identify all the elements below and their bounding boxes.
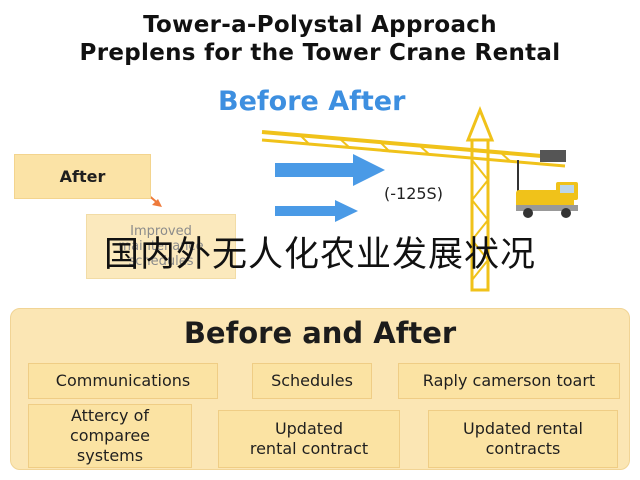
blue-arrow-small-icon — [275, 200, 358, 222]
truck-icon — [516, 182, 578, 218]
updated2-line-2: contracts — [485, 439, 561, 458]
attercy-box: Attercy of comparee systems — [28, 404, 192, 468]
before-after-heading: Before After — [218, 86, 406, 117]
schedules-label: Schedules — [271, 371, 353, 390]
blue-arrow-icon — [275, 154, 385, 186]
panel-heading: Before and After — [183, 316, 457, 350]
attercy-line-3: systems — [76, 446, 144, 465]
faded-schedule-box: Improved maintenance schedules — [86, 214, 236, 279]
title-line-2: Preplens for the Tower Crane Rental — [79, 40, 561, 66]
updated-rental-contracts-box: Updated rental contracts — [428, 410, 618, 468]
faded-line-2: maintenance — [118, 239, 204, 254]
schedules-box: Schedules — [252, 363, 372, 399]
faded-line-3: schedules — [128, 254, 194, 269]
updated2-line-1: Updated rental — [463, 419, 583, 438]
title-line-1: Tower-a-Polystal Approach — [143, 12, 497, 38]
tower-crane-icon — [261, 105, 566, 292]
faded-line-1: Improved — [130, 224, 192, 239]
communications-label: Communications — [55, 371, 191, 390]
overlay-caption: 国内外无人化农业发展状况 — [103, 235, 536, 275]
updated1-line-2: rental contract — [249, 439, 369, 458]
price-label: (-125S) — [384, 184, 443, 203]
communications-box: Communications — [28, 363, 218, 399]
updated-rental-contract-box: Updated rental contract — [218, 410, 400, 468]
attercy-line-2: comparee — [69, 426, 151, 445]
after-box: After — [14, 154, 151, 199]
after-label: After — [59, 167, 106, 186]
attercy-line-1: Attercy of — [70, 406, 150, 425]
raply-label: Raply camerson toart — [422, 371, 596, 390]
raply-box: Raply camerson toart — [398, 363, 620, 399]
updated1-line-1: Updated — [274, 419, 344, 438]
